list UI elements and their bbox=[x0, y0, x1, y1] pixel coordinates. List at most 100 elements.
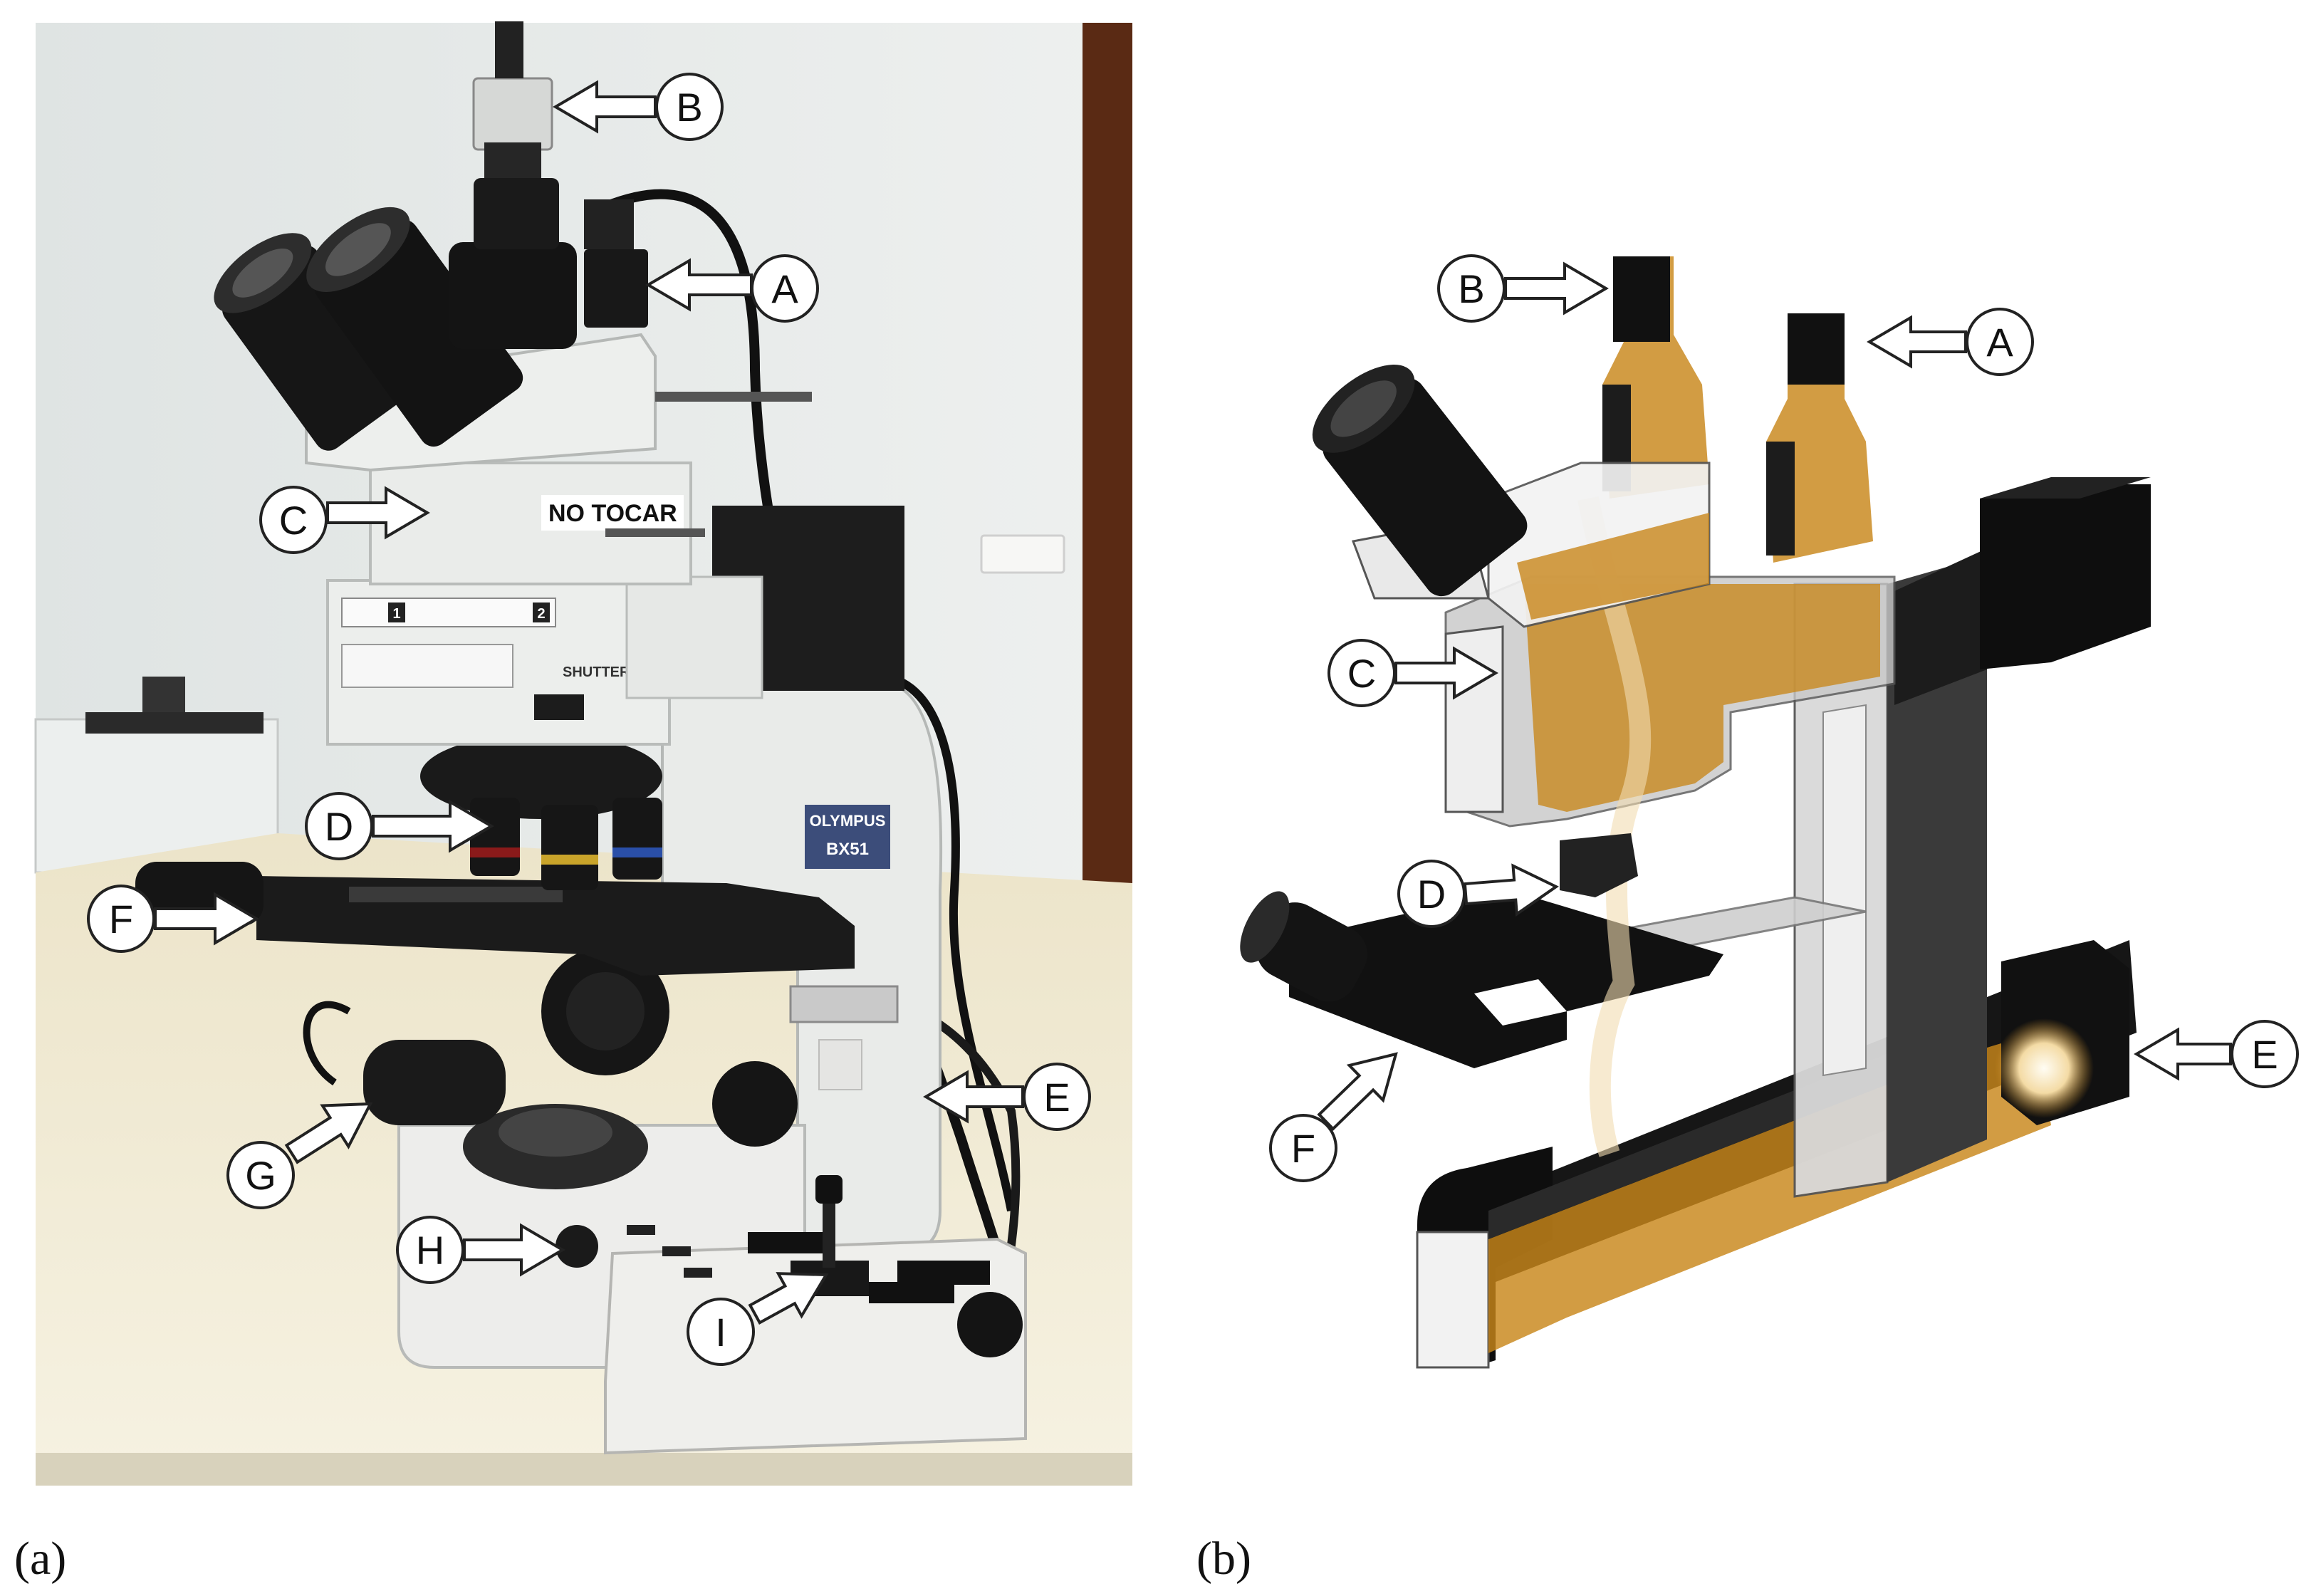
photo-callout-D-text: D bbox=[325, 804, 353, 849]
photo-callout-E-arrow bbox=[923, 1070, 1024, 1124]
objective-band bbox=[470, 847, 520, 857]
photo-callout-I-circle bbox=[687, 1298, 755, 1366]
cable bbox=[882, 672, 1016, 1212]
diagram-callout-E-arrow bbox=[2134, 1027, 2232, 1081]
coarse-knob bbox=[712, 1061, 798, 1147]
stage-knob-F bbox=[1240, 891, 1368, 1002]
focus-knob bbox=[957, 1292, 1023, 1357]
cabinet-tray bbox=[85, 712, 264, 734]
photo-callout-H-arrow bbox=[463, 1223, 565, 1277]
camera-B-body bbox=[472, 77, 553, 151]
diagram-callout-D-circle bbox=[1397, 860, 1466, 928]
filter-marker-1 bbox=[388, 603, 405, 622]
panel-b-diagram bbox=[1240, 256, 2151, 1369]
base-front-face bbox=[1416, 1231, 1490, 1369]
turret-side bbox=[625, 575, 763, 699]
diagram-callout-B-text: B bbox=[1458, 266, 1484, 311]
top-arm-top bbox=[1980, 477, 2151, 499]
camera-B-cable bbox=[495, 21, 523, 78]
base-knob-H bbox=[555, 1225, 598, 1268]
base-switch bbox=[662, 1246, 691, 1256]
head-rod bbox=[655, 392, 812, 402]
intermediate-module bbox=[369, 461, 692, 585]
base-switch bbox=[684, 1268, 712, 1278]
photo-callout-I-arrow bbox=[748, 1272, 829, 1325]
pillar-inner bbox=[1822, 704, 1867, 1077]
controller-button bbox=[897, 1261, 990, 1285]
controller-button bbox=[869, 1282, 954, 1303]
diagram-callout-B-circle bbox=[1437, 254, 1506, 323]
photo-callout-A-circle bbox=[751, 254, 819, 323]
eyepiece bbox=[1312, 364, 1528, 597]
eyepiece-right bbox=[306, 207, 523, 447]
objective bbox=[541, 805, 598, 890]
pillar-dark bbox=[1887, 556, 1987, 1182]
filter-strip bbox=[341, 598, 556, 627]
objective bbox=[470, 798, 520, 876]
photo-callout-E-text: E bbox=[1043, 1075, 1070, 1120]
condenser-knob-G bbox=[363, 1040, 506, 1125]
shutter-slider bbox=[534, 694, 584, 720]
panel-a-photo: OLYMPUS BX51 bbox=[34, 21, 1132, 1486]
objective-band bbox=[541, 855, 598, 865]
door-frame bbox=[1083, 23, 1132, 998]
diagram-callout-F-arrow bbox=[1317, 1052, 1398, 1131]
photo-callout-A-arrow bbox=[645, 258, 753, 312]
connector bbox=[789, 985, 899, 1023]
no-tocar-label bbox=[541, 495, 684, 531]
filter-scale bbox=[341, 644, 513, 688]
slider-rod bbox=[605, 528, 705, 537]
photo-callout-E-circle bbox=[1023, 1063, 1091, 1131]
shutter-text: SHUTTER bbox=[563, 664, 630, 680]
camera-B-cap bbox=[1613, 256, 1670, 342]
bench-shadow bbox=[36, 1453, 1132, 1486]
diagram-callout-F-text: F bbox=[1291, 1126, 1315, 1171]
brand-plate bbox=[805, 805, 890, 869]
objective bbox=[612, 798, 662, 880]
diagram-callout-C-arrow bbox=[1394, 646, 1498, 700]
eyepiece-left bbox=[214, 233, 412, 451]
photo-callout-I-text: I bbox=[715, 1310, 726, 1355]
photo-callout-H-text: H bbox=[416, 1228, 444, 1273]
photo-callout-B-arrow bbox=[553, 80, 657, 134]
photo-callout-C-circle bbox=[259, 486, 328, 554]
stage-knob-inner bbox=[566, 972, 645, 1050]
filter-marker-1-text: 1 bbox=[392, 606, 400, 622]
photo-callout-A-text: A bbox=[771, 266, 798, 311]
objective-D bbox=[1560, 833, 1638, 897]
diagram-callout-B-arrow bbox=[1504, 261, 1609, 315]
stage-slot bbox=[349, 887, 563, 902]
camera-adapter-top bbox=[474, 178, 559, 249]
photo-callout-H-circle bbox=[396, 1216, 464, 1284]
filter-marker-2 bbox=[533, 603, 550, 622]
top-arm bbox=[1894, 548, 1987, 705]
top-arm-right bbox=[1980, 484, 2151, 669]
photo-callout-G-text: G bbox=[245, 1153, 276, 1198]
diagram-callout-E-circle bbox=[2231, 1020, 2299, 1088]
photo-callout-B-circle bbox=[655, 73, 724, 141]
wall-switch bbox=[980, 534, 1065, 574]
base-switch bbox=[627, 1225, 655, 1235]
diagram-callout-A-text: A bbox=[1986, 320, 2013, 365]
photo-callout-F-text: F bbox=[109, 897, 133, 942]
panel-caption-a: (a) bbox=[14, 1533, 66, 1585]
photo-callout-F-circle bbox=[87, 885, 155, 953]
camera-A-ring bbox=[584, 199, 634, 249]
photo-callout-F-arrow bbox=[154, 892, 259, 946]
diagram-callout-D-text: D bbox=[1417, 872, 1446, 917]
diagram-callout-D-arrow bbox=[1463, 863, 1559, 917]
lamp-bulb bbox=[1994, 1018, 2094, 1118]
no-tocar-text: NO TOCAR bbox=[548, 500, 677, 527]
photo-callout-D-arrow bbox=[372, 799, 494, 853]
camera-A-collar bbox=[1766, 442, 1795, 556]
model-text: BX51 bbox=[826, 840, 869, 859]
camera-A-cap bbox=[1788, 313, 1845, 385]
stage-notch bbox=[1474, 979, 1567, 1026]
trinocular-amber bbox=[1517, 513, 1709, 620]
joystick-knob bbox=[815, 1175, 843, 1204]
camera-adapter bbox=[449, 242, 577, 349]
controller-button bbox=[748, 1232, 826, 1253]
camera-B-ring bbox=[484, 142, 541, 178]
